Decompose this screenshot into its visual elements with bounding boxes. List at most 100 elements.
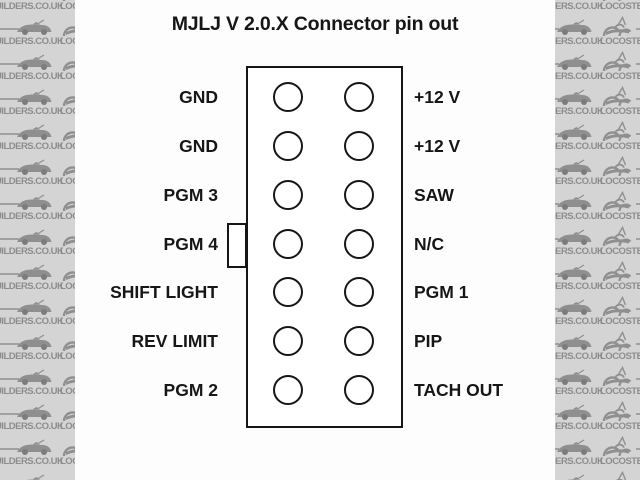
watermark-tile: LOCOSTBUILDERS.CO.UK: [600, 120, 640, 155]
locost-car-side-icon: [636, 343, 640, 345]
pin-circle: [273, 82, 303, 112]
locost-car-front-icon: [602, 401, 632, 422]
locost-car-side-icon: [0, 439, 52, 455]
connector-body: [246, 66, 403, 428]
pin-circle: [344, 229, 374, 259]
locost-car-side-icon: [0, 404, 52, 420]
pin-circle: [273, 277, 303, 307]
locost-car-side-icon: [636, 378, 640, 380]
locost-car-front-icon: [602, 86, 632, 107]
watermark-tile: LOCOSTBUILDERS.CO.UK: [600, 155, 640, 190]
watermark-text: LOCOSTBUILDERS.CO.UK: [600, 36, 640, 47]
locost-car-side-icon: [636, 448, 640, 450]
locost-car-front-icon: [602, 226, 632, 247]
watermark-text: LOCOSTBUILDERS.CO.UK: [0, 71, 64, 82]
pin-circle: [344, 131, 374, 161]
watermark-text: LOCOSTBUILDERS.CO.UK: [0, 456, 64, 467]
pin-label-left: SHIFT LIGHT: [110, 282, 218, 302]
watermark-text: LOCOSTBUILDERS.CO.UK: [600, 1, 640, 12]
locost-car-front-icon: [602, 366, 632, 387]
watermark-tile: LOCOSTBUILDERS.CO.UK: [0, 0, 64, 15]
locost-car-front-icon: [616, 471, 627, 480]
locost-car-side-icon: [636, 28, 640, 30]
watermark-text: LOCOSTBUILDERS.CO.UK: [600, 351, 640, 362]
watermark-tile: LOCOSTBUILDERS.CO.UK: [600, 400, 640, 435]
watermark-tile: LOCOSTBUILDERS.CO.UK: [0, 85, 64, 120]
watermark-text: LOCOSTBUILDERS.CO.UK: [0, 351, 64, 362]
locost-car-front-icon: [602, 16, 632, 37]
watermark-tile: LOCOSTBUILDERS.CO.UK: [0, 260, 64, 295]
locost-car-front-icon: [602, 436, 632, 457]
watermark-tile: LOCOSTBUILDERS.CO.UK: [0, 225, 64, 260]
locost-car-side-icon: [0, 54, 52, 70]
watermark-text: LOCOSTBUILDERS.CO.UK: [0, 421, 64, 432]
locost-car-front-icon: [602, 121, 632, 142]
pin-label-left: PGM 2: [163, 380, 218, 400]
locost-car-side-icon: [636, 133, 640, 135]
watermark-tile: LOCOSTBUILDERS.CO.UK: [0, 470, 60, 480]
watermark-tile: LOCOSTBUILDERS.CO.UK: [0, 15, 64, 50]
pin-circle: [273, 229, 303, 259]
watermark-text: LOCOSTBUILDERS.CO.UK: [600, 246, 640, 257]
watermark-tile: LOCOSTBUILDERS.CO.UK: [600, 0, 640, 15]
pin-label-right: TACH OUT: [414, 380, 504, 400]
locost-car-side-icon: [0, 19, 52, 35]
watermark-tile: LOCOSTBUILDERS.CO.UK: [600, 435, 640, 470]
watermark-text: LOCOSTBUILDERS.CO.UK: [600, 316, 640, 327]
locost-car-side-icon: [0, 299, 52, 315]
pin-circle: [344, 277, 374, 307]
watermark-tile: LOCOSTBUILDERS.CO.UK: [600, 330, 640, 365]
pin-label-left: PGM 3: [163, 185, 218, 205]
watermark-tile: LOCOSTBUILDERS.CO.UK: [600, 295, 640, 330]
watermark-tile: LOCOSTBUILDERS.CO.UK: [0, 295, 64, 330]
watermark-tile: LOCOSTBUILDERS.CO.UK: [0, 330, 64, 365]
watermark-text: LOCOSTBUILDERS.CO.UK: [0, 281, 64, 292]
watermark-text: LOCOSTBUILDERS.CO.UK: [600, 456, 640, 467]
watermark-text: LOCOSTBUILDERS.CO.UK: [0, 36, 64, 47]
locost-car-side-icon: [0, 89, 52, 105]
locost-car-side-icon: [636, 238, 640, 240]
pin-circle: [273, 180, 303, 210]
watermark-text: LOCOSTBUILDERS.CO.UK: [600, 106, 640, 117]
locost-car-side-icon: [528, 124, 592, 140]
locost-car-front-icon: [602, 261, 632, 282]
locost-car-side-icon: [0, 159, 52, 175]
pin-label-right: PGM 1: [414, 282, 469, 302]
watermark-tile: LOCOSTBUILDERS.CO.UK: [0, 365, 64, 400]
watermark-tile: LOCOSTBUILDERS.CO.UK: [0, 155, 64, 190]
watermark-text: LOCOSTBUILDERS.CO.UK: [600, 211, 640, 222]
watermark-tile: LOCOSTBUILDERS.CO.UK: [600, 50, 640, 85]
locost-car-side-icon: [0, 369, 52, 385]
watermark-tile: LOCOSTBUILDERS.CO.UK: [600, 365, 640, 400]
watermark-text: LOCOSTBUILDERS.CO.UK: [0, 141, 64, 152]
watermark-tile: LOCOSTBUILDERS.CO.UK: [0, 400, 64, 435]
locost-car-side-icon: [636, 98, 640, 100]
pin-label-right: SAW: [414, 185, 454, 205]
locost-car-side-icon: [636, 413, 640, 415]
locost-car-side-icon: [636, 63, 640, 65]
watermark-tile: LOCOSTBUILDERS.CO.UK: [600, 85, 640, 120]
locost-car-side-icon: [0, 334, 52, 350]
pin-circle: [273, 326, 303, 356]
watermark-tile: LOCOSTBUILDERS.CO.UK: [600, 225, 640, 260]
watermark-text: LOCOSTBUILDERS.CO.UK: [0, 246, 64, 257]
watermark-tile: LOCOSTBUILDERS.CO.UK: [0, 190, 64, 225]
pin-circle: [344, 375, 374, 405]
pin-circle: [344, 180, 374, 210]
locost-car-side-icon: [636, 273, 640, 275]
pin-label-right: +12 V: [414, 136, 461, 156]
pin-circle: [344, 326, 374, 356]
pin-circle: [273, 131, 303, 161]
locost-car-side-icon: [636, 474, 640, 480]
pin-label-right: N/C: [414, 234, 445, 254]
diagram-title: MJLJ V 2.0.X Connector pin out: [171, 13, 459, 35]
watermark-tile: LOCOSTBUILDERS.CO.UK: [0, 120, 64, 155]
locost-car-side-icon: [636, 203, 640, 205]
locost-car-side-icon: [0, 264, 52, 280]
watermark-text: LOCOSTBUILDERS.CO.UK: [600, 281, 640, 292]
watermark-text: LOCOSTBUILDERS.CO.UK: [0, 386, 64, 397]
watermark-tile: LOCOSTBUILDERS.CO.UK: [600, 470, 640, 480]
watermark-tile: LOCOSTBUILDERS.CO.UK: [600, 190, 640, 225]
locost-car-front-icon: [602, 296, 632, 317]
